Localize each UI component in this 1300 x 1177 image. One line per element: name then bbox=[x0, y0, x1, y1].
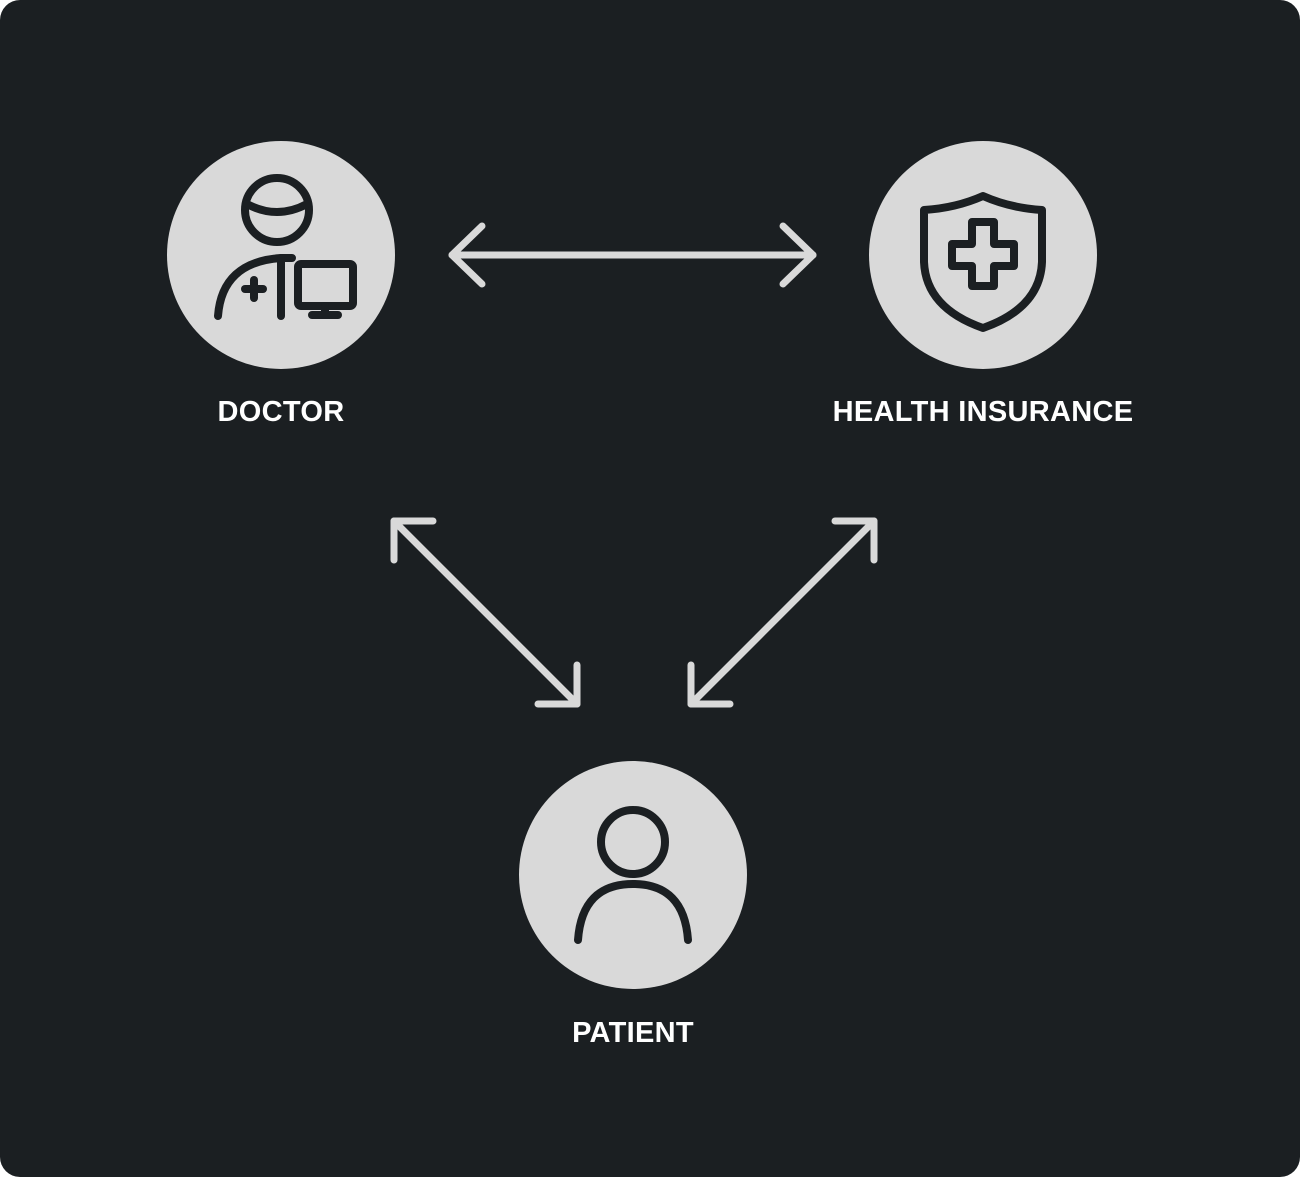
shield-plus-icon bbox=[920, 192, 1046, 332]
doctor-computer-icon bbox=[214, 174, 357, 320]
arrow-doctor-insurance bbox=[448, 222, 817, 288]
doctor-label: DOCTOR bbox=[217, 396, 345, 428]
arrow-doctor-patient bbox=[390, 517, 581, 708]
insurance-label: HEALTH INSURANCE bbox=[832, 396, 1134, 428]
user-icon bbox=[574, 806, 692, 944]
insurance-node bbox=[869, 141, 1097, 369]
arrow-insurance-patient bbox=[687, 517, 878, 708]
patient-label: PATIENT bbox=[572, 1017, 694, 1049]
